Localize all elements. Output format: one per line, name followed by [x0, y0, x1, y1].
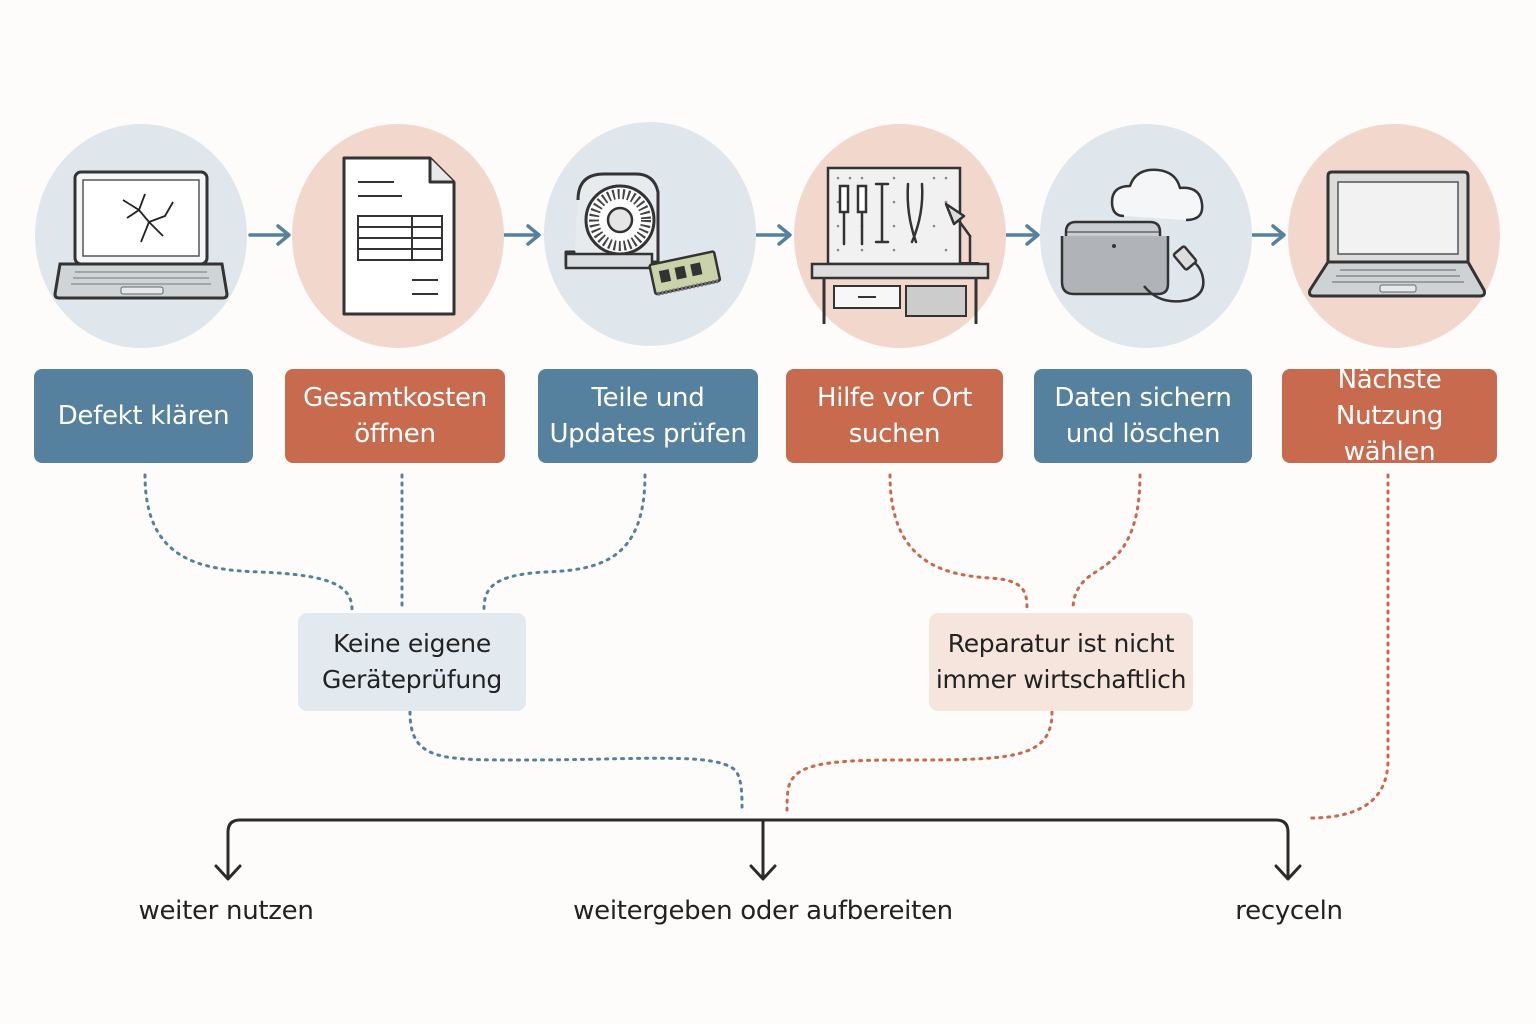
- step-circle-2: [292, 124, 504, 348]
- document-table-icon: [342, 156, 456, 316]
- step-circle-5: [1040, 124, 1252, 348]
- outcome-recyceln: recyceln: [1235, 896, 1343, 926]
- workbench-tools-icon: [810, 166, 990, 324]
- laptop-icon: [1308, 170, 1486, 298]
- outcome-bracket: [214, 818, 1302, 881]
- step-label-hilfe-vor-ort-suchen: Hilfe vor Ort suchen: [786, 369, 1003, 463]
- step-label-naechste-nutzung-waehlen: Nächste Nutzung wählen: [1282, 365, 1497, 467]
- cloud-drive-icon: [1060, 168, 1205, 303]
- flow-arrows: [248, 224, 1286, 246]
- step-label-teile-und-updates-pruefen: Teile und Updates prüfen: [538, 369, 758, 463]
- blue-dotted-connectors: [143, 473, 744, 810]
- step-circle-1: [35, 124, 247, 348]
- step-circle-3: [544, 122, 756, 346]
- broken-laptop-icon: [53, 170, 229, 300]
- step-circle-6: [1288, 124, 1500, 348]
- fan-ram-icon: [564, 172, 722, 296]
- step-circle-4: [794, 124, 1006, 348]
- note-keine-eigene-geraetepruefung: Keine eigene Geräteprüfung: [298, 613, 526, 711]
- step-label-gesamtkosten-oeffnen: Gesamtkosten öffnen: [285, 369, 505, 463]
- note-reparatur-nicht-wirtschaftlich: Reparatur ist nicht immer wirtschaftlich: [929, 613, 1193, 711]
- step-label-daten-sichern-und-loeschen: Daten sichern und löschen: [1034, 369, 1252, 463]
- step-label-defekt-klaeren: Defekt klären: [34, 369, 253, 463]
- orange-dotted-connectors: [785, 473, 1390, 820]
- outcome-weiter-nutzen: weiter nutzen: [138, 896, 314, 926]
- outcome-weitergeben-oder-aufbereiten: weitergeben oder aufbereiten: [573, 896, 953, 926]
